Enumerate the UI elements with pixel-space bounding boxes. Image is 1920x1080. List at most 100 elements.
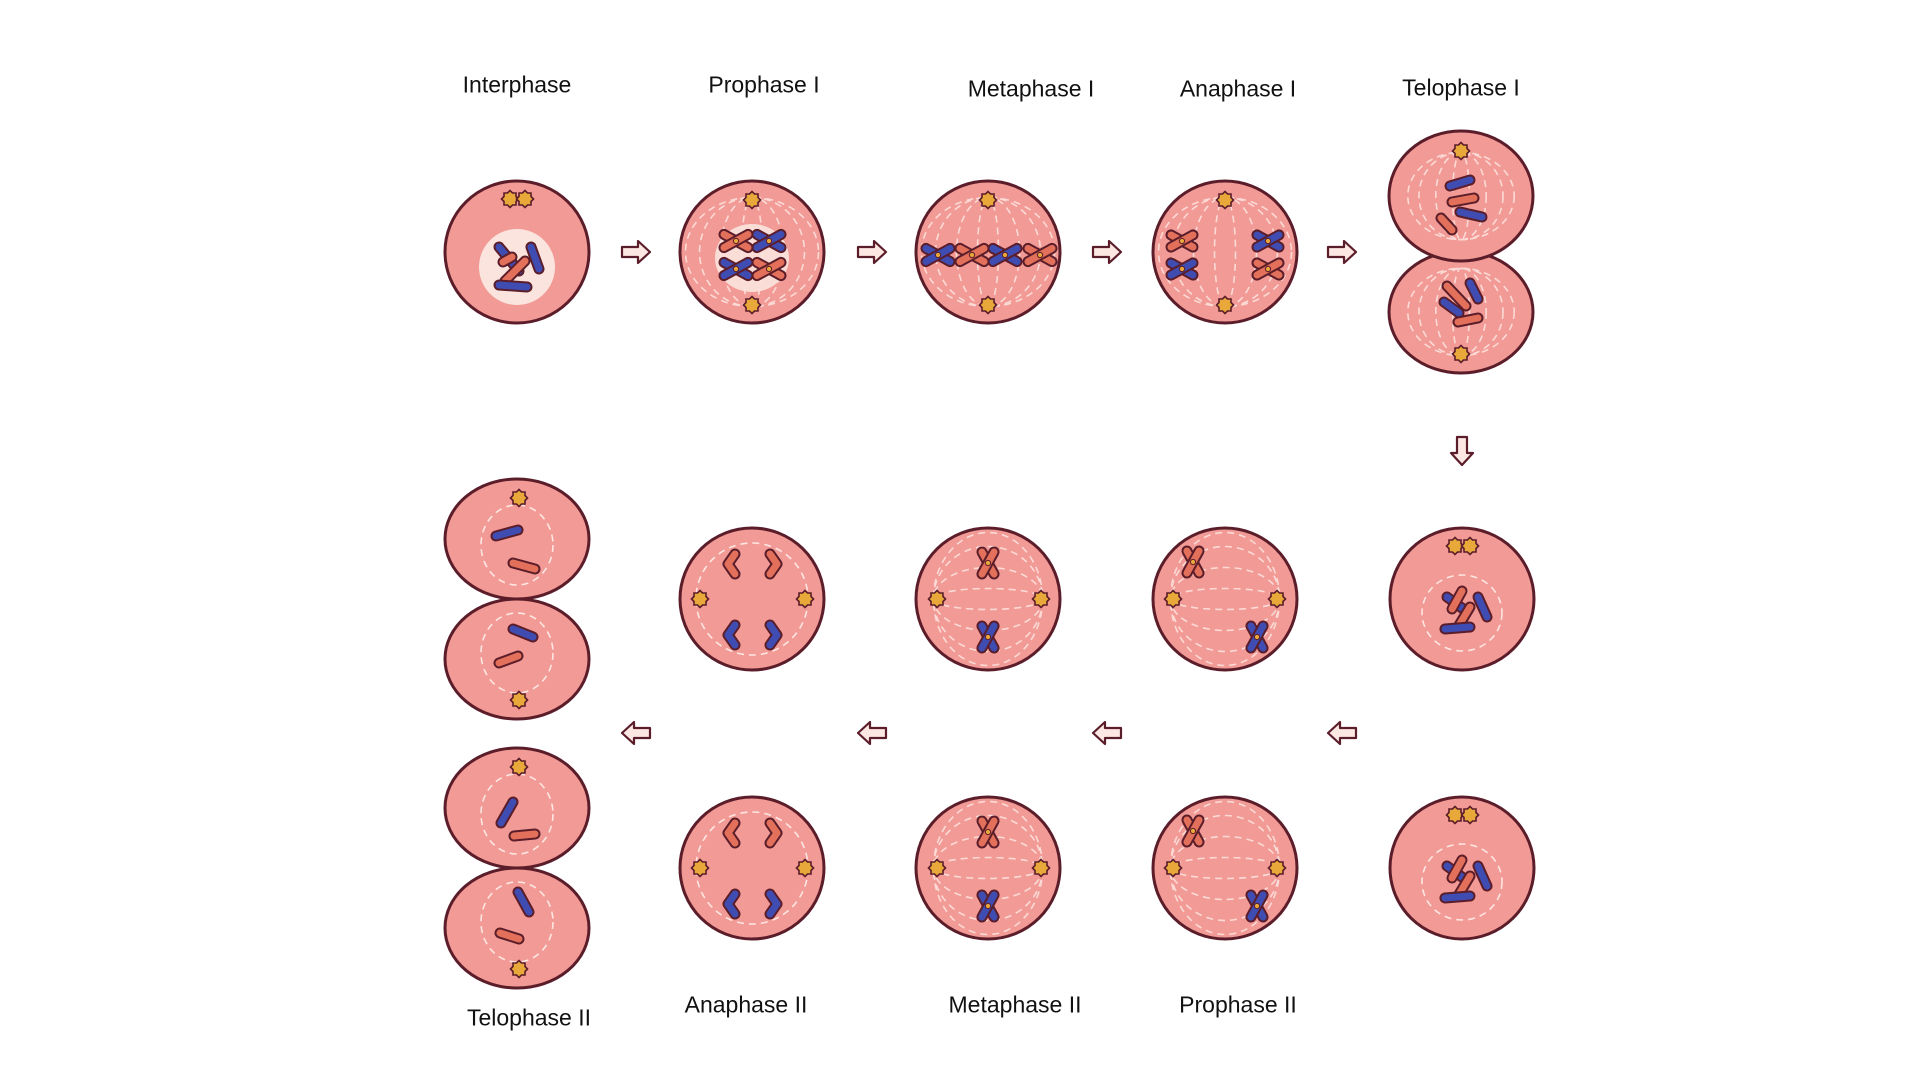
chromosome-body xyxy=(724,890,739,918)
chromosome xyxy=(1439,621,1476,635)
centromere xyxy=(765,265,773,273)
chromosome-body xyxy=(1474,593,1491,621)
label-anaphase-2: Anaphase II xyxy=(684,991,808,1018)
centromere xyxy=(984,559,992,567)
centromere xyxy=(1253,633,1261,641)
arrow-right-icon xyxy=(856,239,888,265)
chromosome-body xyxy=(496,929,523,943)
cell-membrane xyxy=(914,795,1062,941)
chromosome-body xyxy=(1448,856,1466,882)
centrosome-icon xyxy=(795,589,815,609)
chromosome-body xyxy=(1441,623,1474,633)
arrow-shape xyxy=(856,720,888,746)
arrow-shape xyxy=(620,239,652,265)
chromosome-body xyxy=(510,830,539,840)
arrow-right-icon xyxy=(1091,239,1123,265)
centromere xyxy=(1178,237,1186,245)
chromosome-body xyxy=(766,550,781,578)
arrow-left-icon xyxy=(1091,720,1123,746)
chromosome-body xyxy=(497,798,517,827)
centrosome-icon xyxy=(978,190,998,210)
spindle-fiber xyxy=(684,196,820,308)
cell-anaphase-2-lower xyxy=(678,795,826,941)
cell-metaphase-1 xyxy=(914,179,1062,325)
label-prophase-1: Prophase I xyxy=(708,71,820,98)
label-metaphase-2: Metaphase II xyxy=(948,991,1082,1018)
centrosome-icon xyxy=(1267,589,1287,609)
chromosome xyxy=(507,557,541,575)
chromosome xyxy=(508,828,541,842)
chromosome xyxy=(1438,296,1465,319)
centromere xyxy=(934,251,942,259)
centromere xyxy=(732,265,740,273)
arrow-shape xyxy=(1326,239,1358,265)
nuclear-envelope xyxy=(480,612,554,694)
chromosome xyxy=(1444,174,1476,192)
centrosome-icon xyxy=(1163,858,1183,878)
arrow-shape xyxy=(1091,239,1123,265)
spindle-fiber xyxy=(1157,196,1293,308)
chromosome-body xyxy=(495,281,531,291)
chromosome-body xyxy=(514,888,533,916)
chromosome-body xyxy=(1440,298,1463,317)
arrow-shape xyxy=(856,239,888,265)
cell-membrane xyxy=(443,477,591,601)
cell-daughter-lower xyxy=(1388,795,1536,941)
centrosome-icon xyxy=(1460,805,1480,825)
chromosome-body xyxy=(499,253,516,266)
centromere xyxy=(732,237,740,245)
arrow-left-icon xyxy=(620,720,652,746)
cell-anaphase-1 xyxy=(1151,179,1299,325)
nuclear-envelope xyxy=(480,881,554,963)
centromere xyxy=(984,828,992,836)
arrow-right-icon xyxy=(620,239,652,265)
centromere xyxy=(984,633,992,641)
centrosome-icon xyxy=(927,589,947,609)
cell-interphase xyxy=(443,179,591,325)
nuclear-envelope xyxy=(480,504,554,586)
chromosome xyxy=(512,886,535,918)
centrosome-icon xyxy=(690,589,710,609)
arrow-down-icon xyxy=(1449,435,1475,467)
label-anaphase-1: Anaphase I xyxy=(1179,75,1297,102)
nuclear-envelope xyxy=(1421,843,1503,921)
cell-membrane xyxy=(914,526,1062,672)
cell-daughter-upper xyxy=(1388,526,1536,672)
chromosome xyxy=(764,619,783,651)
label-telophase-2: Telophase II xyxy=(466,1004,592,1031)
chromosome xyxy=(1446,854,1468,884)
chromosome-body xyxy=(724,819,739,847)
chromosome-body xyxy=(509,559,539,573)
chromosome xyxy=(1435,212,1458,236)
centrosome-icon xyxy=(509,757,529,777)
arrow-shape xyxy=(1449,435,1475,467)
chromosome-body xyxy=(1446,176,1474,190)
centrosome-icon xyxy=(509,690,529,710)
cell-membrane xyxy=(443,746,591,870)
cell-membrane xyxy=(678,795,826,941)
chromosome-body xyxy=(1454,314,1482,326)
centromere xyxy=(984,902,992,910)
chromosome-body xyxy=(724,550,739,578)
chromosome xyxy=(722,548,741,580)
centrosome-icon xyxy=(1215,190,1235,210)
cell-prophase-2-upper xyxy=(1151,526,1299,672)
chromosome xyxy=(764,888,783,920)
arrow-shape xyxy=(1326,720,1358,746)
cell-anaphase-2-upper xyxy=(678,526,826,672)
chromosome xyxy=(722,817,741,849)
chromosome xyxy=(1446,585,1468,615)
chromosome xyxy=(1452,312,1484,328)
nuclear-envelope xyxy=(480,773,554,855)
centrosome-icon xyxy=(1451,141,1471,161)
label-metaphase-1: Metaphase I xyxy=(967,75,1095,102)
centromere xyxy=(968,251,976,259)
chromosome xyxy=(490,524,524,542)
chromosome-body xyxy=(509,625,537,641)
arrow-shape xyxy=(1091,720,1123,746)
centromere xyxy=(1189,827,1197,835)
chromosome-body xyxy=(1441,892,1474,902)
chromosome xyxy=(1472,860,1493,892)
centrosome-icon xyxy=(1451,344,1471,364)
